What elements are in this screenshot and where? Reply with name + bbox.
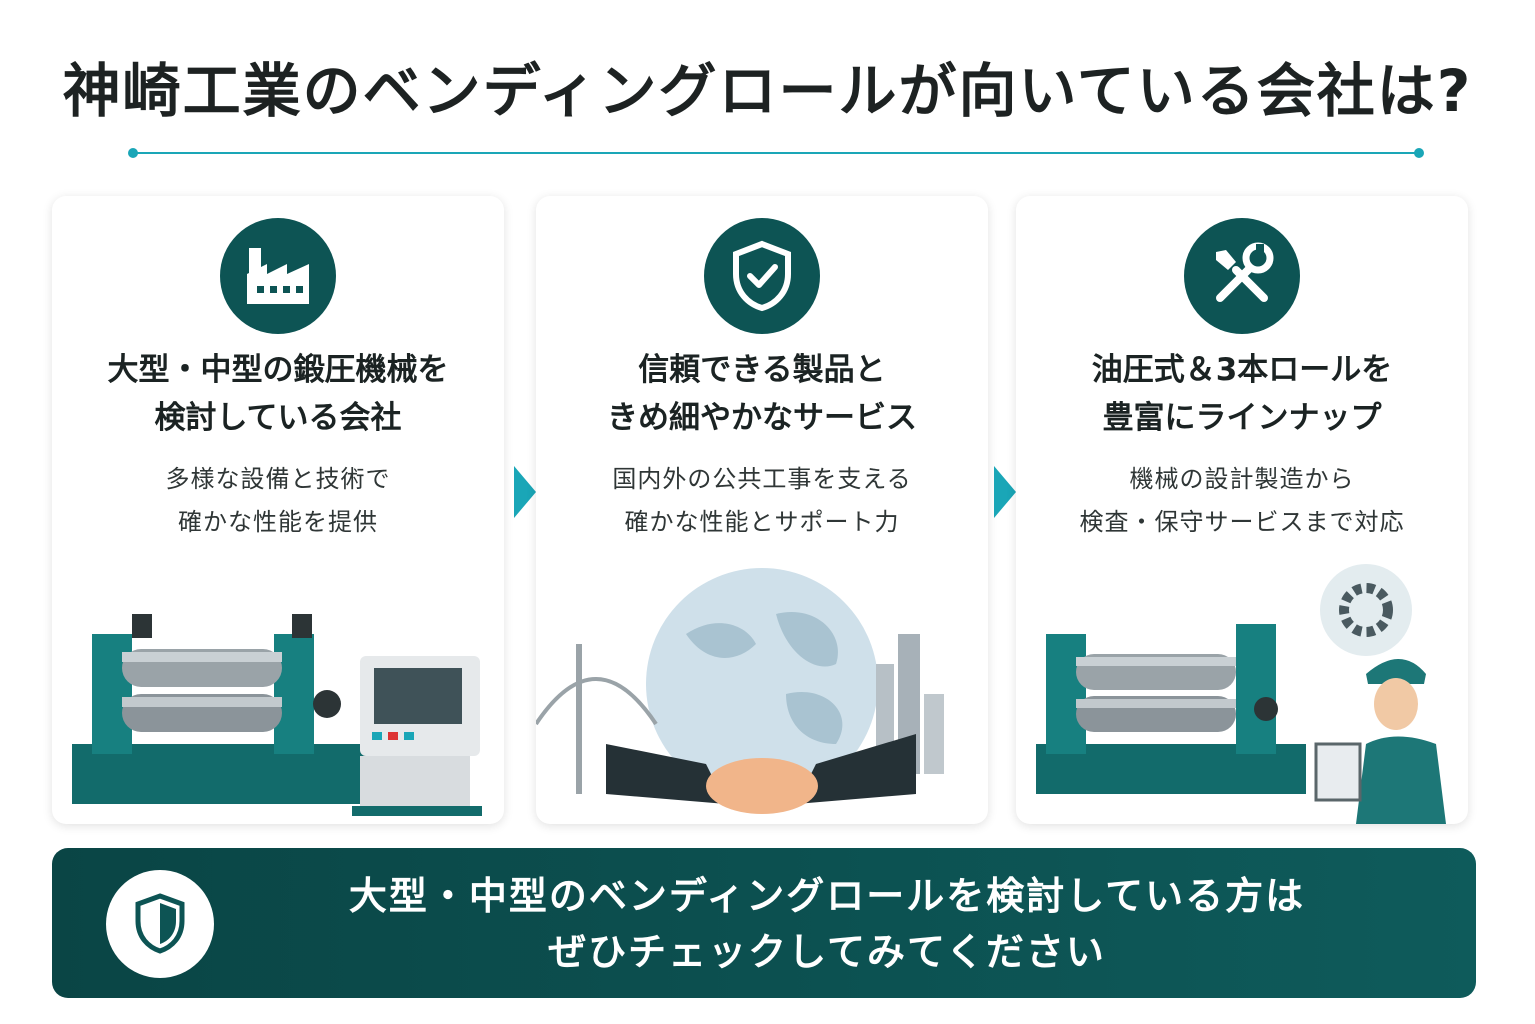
card-description: 機械の設計製造から検査・保守サービスまで対応 [1079,465,1405,536]
banner-message: 大型・中型のベンディングロールを検討している方は ぜひチェックしてみてください [348,874,1306,974]
card-description: 多様な設備と技術で確かな性能を提供 [165,465,391,536]
feature-card-equipment: 大型・中型の鍛圧機械を検討している会社 多様な設備と技術で確かな性能を提供 [52,196,504,824]
card-title: 大型・中型の鍛圧機械を検討している会社 [107,352,449,436]
page-title: 神崎工業のベンディングロールが向いている会社は? [62,57,1473,125]
globe-handshake-illustration [536,568,944,814]
title-divider [128,148,1424,158]
next-arrow-icon [514,466,536,518]
card-title: 信頼できる製品ときめ細やかなサービス [607,352,917,436]
bending-roll-machine-illustration [72,614,482,816]
cta-banner: 大型・中型のベンディングロールを検討している方は ぜひチェックしてみてください [52,848,1476,998]
next-arrow-icon [994,466,1016,518]
feature-card-reliability: 信頼できる製品ときめ細やかなサービス 国内外の公共工事を支える確かな性能とサポー… [536,196,988,824]
card-title: 油圧式＆3本ロールを豊富にラインナップ [1091,352,1393,436]
card-description: 国内外の公共工事を支える確かな性能とサポート力 [612,465,912,536]
shield-check-icon [704,218,820,334]
roll-machine-inspector-illustration [1036,564,1446,824]
factory-icon [220,218,336,334]
shield-icon [106,870,214,978]
feature-card-lineup: 油圧式＆3本ロールを豊富にラインナップ 機械の設計製造から検査・保守サービスまで… [1016,196,1468,824]
tools-icon [1184,218,1300,334]
